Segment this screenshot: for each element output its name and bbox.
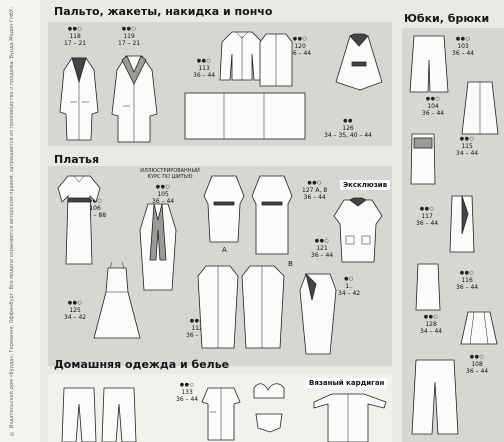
imprint-text: © Издательский дом «Бурда», Германия, Оф… xyxy=(9,6,15,436)
trousers-108-illustration xyxy=(411,359,459,435)
variant-a-label: A xyxy=(222,246,227,254)
skirt-115-illustration xyxy=(410,133,436,185)
skirt-104-illustration xyxy=(461,81,499,135)
dress-106-illustration xyxy=(57,175,101,265)
binding-margin xyxy=(0,0,40,442)
skirt-128-illustration xyxy=(460,311,498,345)
culottes-103-illustration xyxy=(409,35,449,93)
model-label-1xx: ●○1..34 – 42 xyxy=(338,276,361,297)
section-title-coats: Пальто, жакеты, накидка и пончо xyxy=(54,5,273,18)
dress-127a-illustration xyxy=(203,175,245,243)
sewing-course-caption: ИЛЛЮСТРИРОВАННЫЙ КУРС ПО ШИТЬЮ xyxy=(140,168,200,180)
dress-105-illustration xyxy=(139,203,177,291)
section-title-home: Домашняя одежда и белье xyxy=(54,358,230,371)
lingerie-illustration xyxy=(253,383,285,433)
dress-121-illustration xyxy=(333,197,383,263)
skirt-117-illustration xyxy=(449,195,475,253)
jacket-back-illustration xyxy=(259,33,293,87)
coat-118-illustration xyxy=(59,57,99,141)
cardigan-illustration xyxy=(313,393,387,442)
dress-flat-patterns-illustration xyxy=(197,265,285,349)
cape-flat-illustration xyxy=(184,92,306,140)
section-title-skirts: Юбки, брюки xyxy=(404,12,490,25)
skirt-116-illustration xyxy=(415,263,441,311)
babydoll-125-illustration xyxy=(93,261,141,339)
trousers-illustration xyxy=(61,387,137,442)
dress-127b-illustration xyxy=(251,175,293,255)
badge-cardigan: Вязаный кардиган xyxy=(306,378,388,388)
variant-b-label: B xyxy=(288,260,293,268)
section-title-dresses: Платья xyxy=(54,153,100,166)
pajama-top-illustration xyxy=(201,387,241,441)
coat-119-illustration xyxy=(111,55,158,143)
poncho-illustration xyxy=(335,33,383,91)
top-illustration xyxy=(299,272,337,355)
badge-exclusive: Эксклюзив xyxy=(340,180,391,190)
